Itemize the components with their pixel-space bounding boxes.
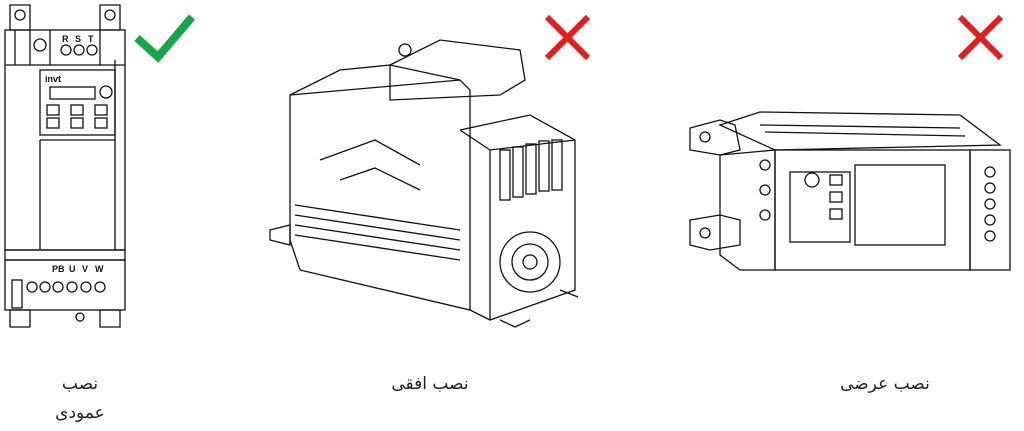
terminal-u: U (69, 264, 76, 274)
lateral-mount-inverter (689, 111, 1011, 271)
terminal-t: T (88, 34, 94, 44)
caption-vertical-line2: عمودی (55, 403, 105, 423)
brand-logo: invt (45, 74, 61, 84)
cross-icon (957, 14, 1004, 61)
terminal-v: V (82, 264, 88, 274)
caption-lateral: نصب عرضی (840, 374, 930, 394)
terminal-w: W (95, 264, 104, 274)
horizontal-mount-inverter (269, 39, 579, 328)
vertical-mount-inverter: R S T invt PB U V W (4, 4, 126, 328)
terminal-r: R (62, 34, 69, 44)
caption-vertical-line1: نصب (61, 374, 99, 394)
terminal-s: S (75, 34, 81, 44)
caption-horizontal: نصب افقی (391, 374, 469, 394)
check-icon (134, 14, 196, 63)
terminal-pb: PB (52, 264, 65, 274)
cross-icon (544, 14, 591, 61)
